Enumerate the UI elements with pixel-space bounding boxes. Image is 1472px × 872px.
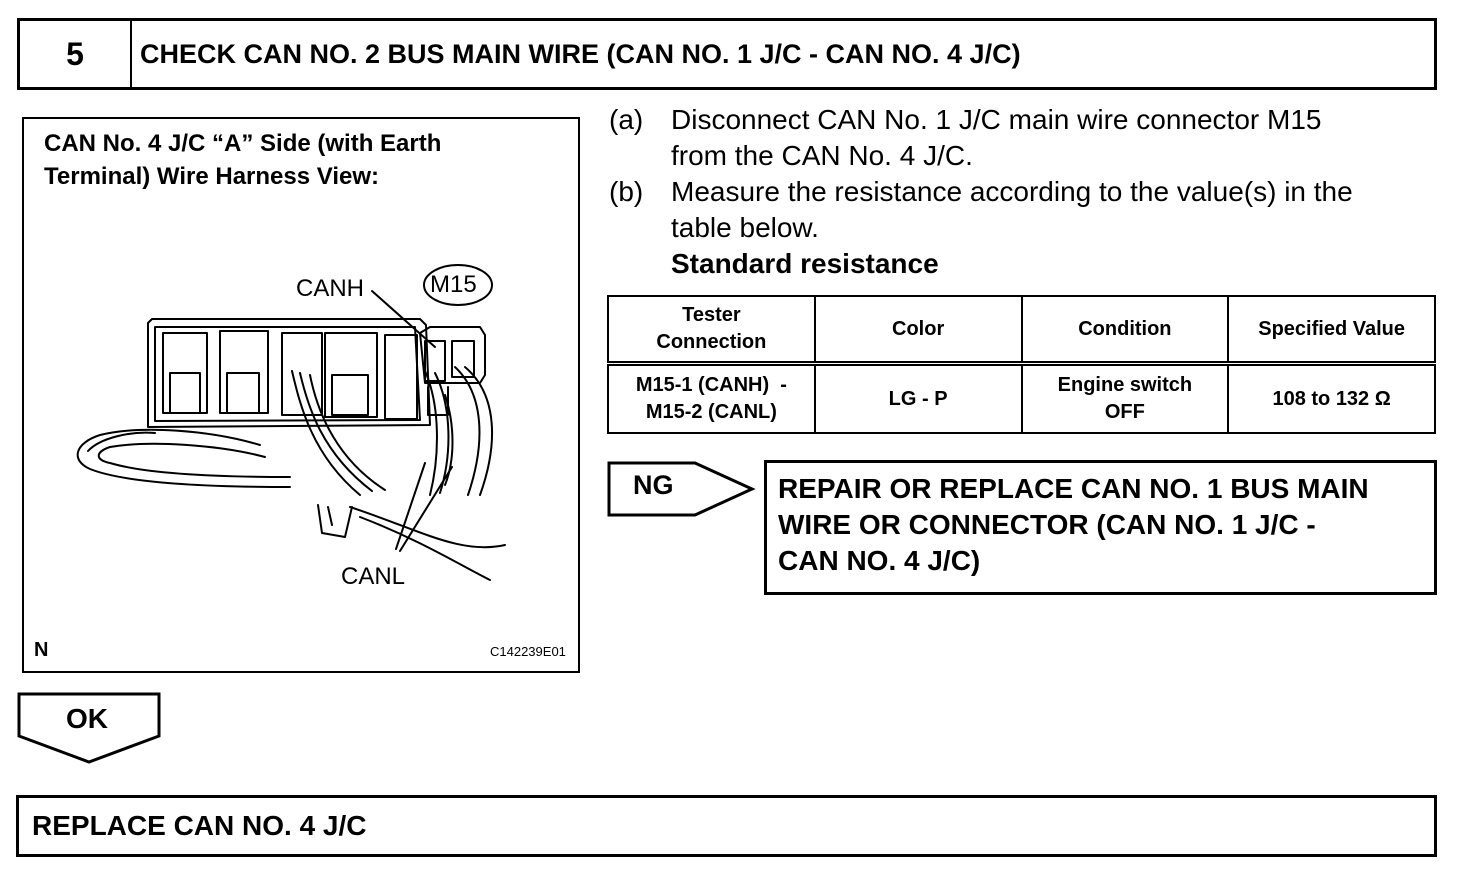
- step-b-line1: Measure the resistance according to the …: [671, 176, 1353, 207]
- figure-title-line2: Terminal) Wire Harness View:: [44, 163, 380, 190]
- ok-arrow-icon: [17, 692, 161, 764]
- figure-code: C142239E01: [490, 644, 566, 659]
- figure-corner-label: N: [34, 639, 49, 661]
- ng-arrow-icon: [607, 461, 756, 517]
- connector-illustration: [76, 264, 506, 581]
- table-header-row: Tester Connection Color Condition Specif…: [607, 295, 1436, 366]
- figure-title: CAN No. 4 J/C “A” Side (with Earth Termi…: [44, 127, 544, 193]
- cell-condition: Engine switch OFF: [1020, 362, 1230, 434]
- step-b-line2: table below.: [671, 212, 819, 243]
- step-number: 5: [20, 21, 132, 87]
- standard-resistance-label: Standard resistance: [671, 248, 939, 279]
- m15-label: M15: [430, 271, 477, 298]
- header-condition: Condition: [1020, 295, 1230, 366]
- canh-label: CANH: [296, 275, 365, 302]
- ng-result-text: REPAIR OR REPLACE CAN NO. 1 BUS MAIN WIR…: [778, 473, 1369, 576]
- step-a-letter: (a): [609, 104, 644, 135]
- canl-label: CANL: [341, 563, 406, 590]
- step-b-letter: (b): [609, 176, 644, 207]
- cell-tester-connection: M15-1 (CANH) - M15-2 (CANL): [607, 362, 816, 434]
- ok-label: OK: [66, 703, 108, 734]
- wire-harness-figure: [22, 117, 580, 673]
- cell-specified-value: 108 to 132 Ω: [1227, 362, 1436, 434]
- header-tester-connection: Tester Connection: [607, 295, 816, 366]
- step-a-line2: from the CAN No. 4 J/C.: [671, 140, 973, 171]
- final-action-text: REPLACE CAN NO. 4 J/C: [32, 810, 367, 841]
- header-specified-value: Specified Value: [1227, 295, 1436, 366]
- step-title: CHECK CAN NO. 2 BUS MAIN WIRE (CAN NO. 1…: [140, 38, 1021, 69]
- header-color: Color: [813, 295, 1023, 366]
- ng-label: NG: [633, 470, 674, 500]
- step-a-line1: Disconnect CAN No. 1 J/C main wire conne…: [671, 104, 1322, 135]
- resistance-table: Tester Connection Color Condition Specif…: [607, 295, 1436, 434]
- table-row: M15-1 (CANH) - M15-2 (CANL) LG - P Engin…: [607, 362, 1436, 434]
- cell-color: LG - P: [813, 362, 1023, 434]
- ng-result-box: [764, 460, 1437, 595]
- step-header: [17, 18, 1437, 90]
- figure-title-line1: CAN No. 4 J/C “A” Side (with Earth: [44, 130, 442, 157]
- final-action-box: [16, 795, 1437, 857]
